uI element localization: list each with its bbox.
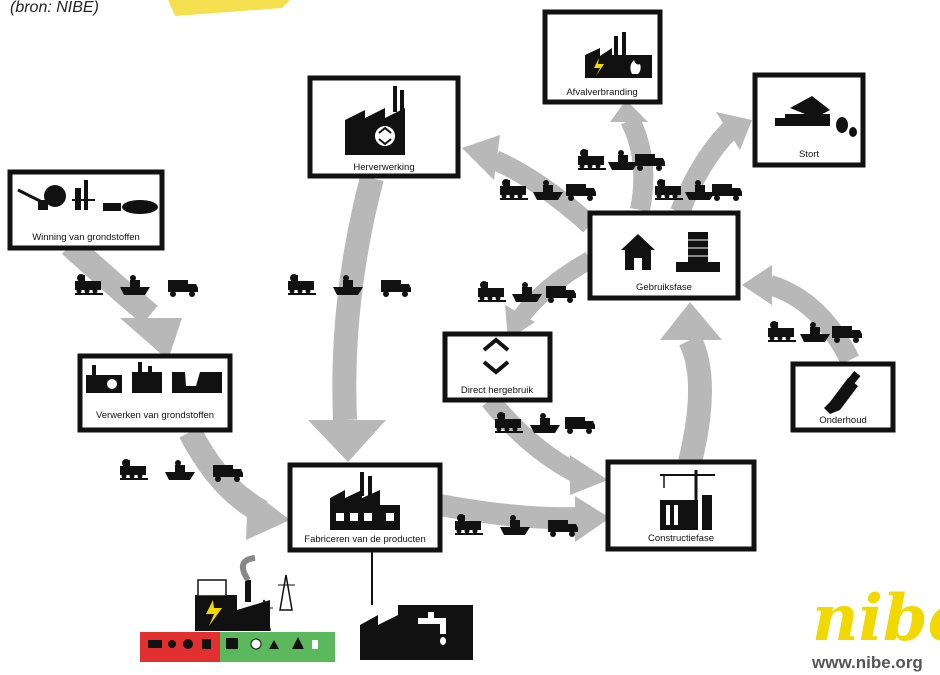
stage-constructie: Constructiefase <box>605 459 757 552</box>
stage-gebruik-label: Gebruiksfase <box>636 282 692 293</box>
stage-winning: Winning van grondstoffen <box>7 169 165 251</box>
stage-winning-label: Winning van grondstoffen <box>32 232 140 243</box>
arrow-gebruik-stort <box>670 122 738 216</box>
factory-icon <box>330 472 400 530</box>
truck-icon <box>168 280 198 297</box>
arrow-winning-verwerken <box>61 236 158 325</box>
processing-plant-icon <box>86 362 222 393</box>
stage-afvalverbranding-label: Afvalverbranding <box>566 87 637 98</box>
stage-gebruik: Gebruiksfase <box>587 210 741 301</box>
stage-verwerken: Verwerken van grondstoffen <box>77 353 233 433</box>
truck-icon <box>712 184 742 201</box>
stage-verwerken-label: Verwerken van grondstoffen <box>96 410 214 421</box>
nibe-logo: nibe www.nibe.org <box>811 581 940 672</box>
arrow-onderhoud-gebruik <box>766 275 859 365</box>
truck-icon <box>546 286 576 303</box>
water-tap-icon <box>360 605 473 660</box>
arrowhead-fabriceren-constructie <box>575 496 610 542</box>
truck-icon <box>565 417 595 434</box>
train-icon <box>478 281 506 302</box>
mining-icon <box>17 180 158 214</box>
nibe-url: www.nibe.org <box>811 653 923 672</box>
power-plant-icon <box>195 555 270 631</box>
stage-direct-label: Direct hergebruik <box>461 385 534 396</box>
lightning-icon <box>594 58 604 76</box>
stage-herverwerking: Herverwerking <box>307 75 461 179</box>
arrowhead-gebruik-direct <box>505 305 535 340</box>
stage-constructie-label: Constructiefase <box>648 533 714 544</box>
arrowhead-constructie-gebruik <box>660 302 722 340</box>
transport-group-gebruik-herverwerking <box>500 179 596 201</box>
train-icon <box>288 274 316 295</box>
stage-stort-label: Stort <box>799 149 819 160</box>
stage-fabriceren: Fabriceren van de producten <box>287 462 443 553</box>
ship-icon <box>165 460 195 480</box>
train-icon <box>578 149 606 170</box>
arrowhead-herverwerking-fabriceren <box>308 420 386 462</box>
arrowhead-onderhoud-gebruik <box>742 265 772 305</box>
arrowhead-direct-constructie <box>570 455 608 495</box>
arrow-gebruik-herverwerking <box>490 150 597 233</box>
arrow-constructie-gebruik <box>678 334 712 465</box>
arrowhead-gebruik-herverwerking <box>462 135 500 180</box>
dump-truck-icon <box>775 96 857 137</box>
lightning-icon <box>206 600 222 626</box>
ship-icon <box>530 413 560 433</box>
arrow-direct-constructie <box>482 393 585 484</box>
stage-direct: Direct hergebruik <box>442 331 553 403</box>
train-icon <box>768 321 796 342</box>
building-icon <box>676 232 720 272</box>
arrowhead-gebruik-stort <box>716 112 752 150</box>
nibe-logo-text: nibe <box>812 581 940 656</box>
fire-icon <box>630 60 641 74</box>
train-icon <box>120 459 148 480</box>
arrow-fabriceren-constructie <box>437 494 581 530</box>
truck-icon <box>381 280 411 297</box>
recycle-icon <box>482 337 510 375</box>
arrowhead-verwerken-fabriceren <box>246 488 290 540</box>
stage-afvalverbranding: Afvalverbranding <box>542 9 663 105</box>
highlight-strip <box>168 0 290 16</box>
stage-fabriceren-label: Fabriceren van de producten <box>304 534 425 545</box>
arrowhead-winning-verwerken <box>120 318 182 360</box>
crane-icon <box>660 470 715 530</box>
incinerator-icon <box>585 32 652 78</box>
house-icon <box>621 234 655 270</box>
stage-onderhoud: Onderhoud <box>790 361 896 433</box>
arrow-herverwerking-fabriceren <box>332 174 384 421</box>
paintbrush-icon <box>824 371 861 414</box>
truck-icon <box>566 184 596 201</box>
stage-herverwerking-label: Herverwerking <box>353 162 414 173</box>
stage-onderhoud-label: Onderhoud <box>819 415 867 426</box>
source-note: (bron: NIBE) <box>10 0 99 16</box>
pylon-icon <box>256 574 295 631</box>
energy-production <box>140 555 335 662</box>
arrowhead-gebruik-afval <box>610 100 648 122</box>
stage-stort: Stort <box>752 72 866 168</box>
transport-group-gebruik-stort <box>655 179 742 201</box>
